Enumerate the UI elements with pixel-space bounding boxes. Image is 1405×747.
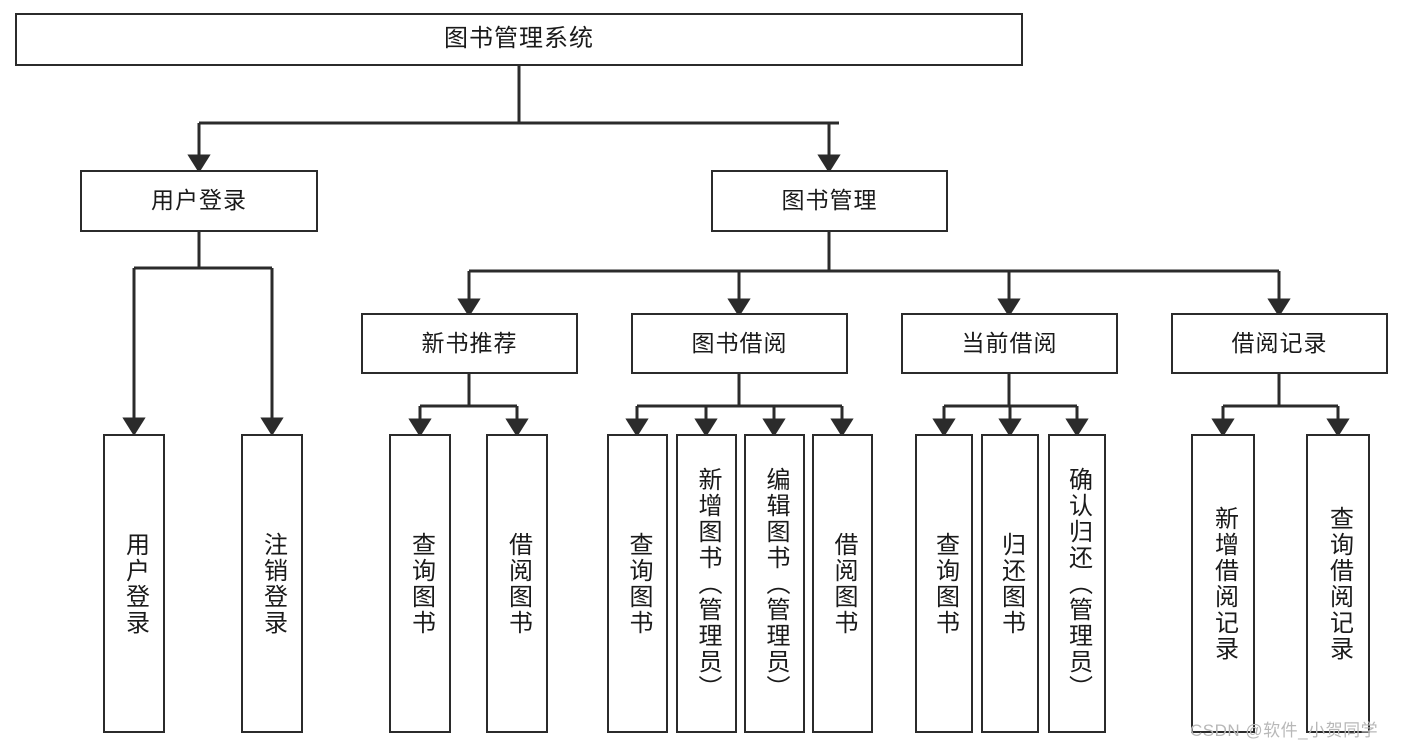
leaf-label: 用户登录 [121,531,149,636]
node-leaf-query-book-1[interactable]: 查询图书 [389,434,451,733]
leaf-label: 确认归还（管理员） [1064,466,1092,701]
edge-group-current-borrow [932,374,1089,437]
leaf-label: 编辑图书（管理员） [761,466,789,701]
leaf-label: 查询图书 [624,531,652,636]
node-leaf-logout[interactable]: 注销登录 [241,434,303,733]
watermark: CSDN @软件_小贺同学 [1190,721,1379,740]
edge-group-root [187,66,841,173]
node-leaf-query-book-2[interactable]: 查询图书 [607,434,668,733]
node-leaf-add-book[interactable]: 新增图书（管理员） [676,434,737,733]
node-book-manage[interactable]: 图书管理 [711,170,948,232]
edge-group-borrow-record [1211,374,1350,437]
node-leaf-confirm-return[interactable]: 确认归还（管理员） [1048,434,1106,733]
node-leaf-user-login[interactable]: 用户登录 [103,434,165,733]
node-root[interactable]: 图书管理系统 [15,13,1023,66]
node-leaf-borrow-book-1[interactable]: 借阅图书 [486,434,548,733]
leaf-label: 借阅图书 [504,531,532,636]
edge-group-book-manage [457,232,1291,317]
leaf-label: 注销登录 [259,531,287,636]
leaf-label: 归还图书 [997,531,1025,636]
node-book-borrow[interactable]: 图书借阅 [631,313,848,374]
leaf-label: 借阅图书 [829,531,857,636]
leaf-label: 新增图书（管理员） [693,466,721,701]
node-leaf-query-record[interactable]: 查询借阅记录 [1306,434,1370,733]
node-leaf-add-record[interactable]: 新增借阅记录 [1191,434,1255,733]
edge-group-new-book-recommend [408,374,529,437]
node-new-book-recommend[interactable]: 新书推荐 [361,313,578,374]
leaf-label: 查询图书 [931,531,959,636]
node-user-login[interactable]: 用户登录 [80,170,318,232]
node-leaf-edit-book[interactable]: 编辑图书（管理员） [744,434,805,733]
node-leaf-query-book-3[interactable]: 查询图书 [915,434,973,733]
leaf-label: 查询图书 [407,531,435,636]
node-leaf-return-book[interactable]: 归还图书 [981,434,1039,733]
edge-group-book-borrow [625,374,854,437]
node-current-borrow[interactable]: 当前借阅 [901,313,1118,374]
leaf-label: 新增借阅记录 [1210,505,1238,662]
node-leaf-borrow-book-2[interactable]: 借阅图书 [812,434,873,733]
node-borrow-record[interactable]: 借阅记录 [1171,313,1388,374]
leaf-label: 查询借阅记录 [1325,505,1353,662]
edge-group-user-login [122,232,284,436]
